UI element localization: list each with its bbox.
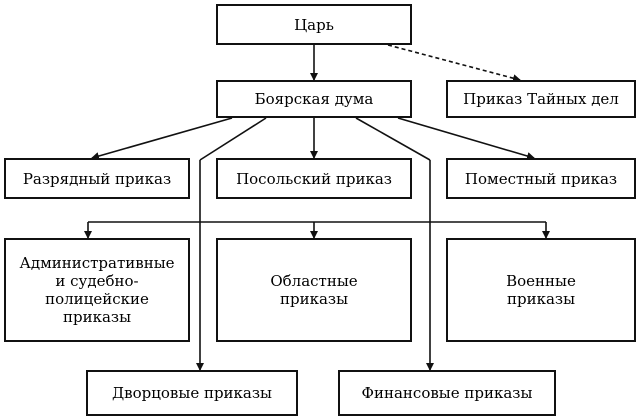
node-regional-prikazy: Областные приказы xyxy=(216,238,412,342)
node-palace-prikazy: Дворцовые приказы xyxy=(86,370,298,416)
node-secret-affairs: Приказ Тайных дел xyxy=(446,80,636,118)
node-military-prikazy: Военные приказы xyxy=(446,238,636,342)
edge-duma-to-razryad xyxy=(91,117,233,160)
edge-duma-to-palace xyxy=(199,117,267,161)
node-posolsky-prikaz: Посольский приказ xyxy=(216,158,412,199)
edge-duma-to-pomestny xyxy=(397,117,535,160)
node-boyar-duma: Боярская дума xyxy=(216,80,412,118)
node-tsar: Царь xyxy=(216,4,412,45)
node-razryad-prikaz: Разрядный приказ xyxy=(4,158,190,199)
node-pomestny-prikaz: Поместный приказ xyxy=(446,158,636,199)
edge-tsar-to-secret-affairs xyxy=(387,44,521,83)
edge-duma-to-financial xyxy=(355,117,431,161)
node-financial-prikazy: Финансовые приказы xyxy=(338,370,556,416)
node-administrative-prikazy: Административные и судебно- полицейские … xyxy=(4,238,190,342)
